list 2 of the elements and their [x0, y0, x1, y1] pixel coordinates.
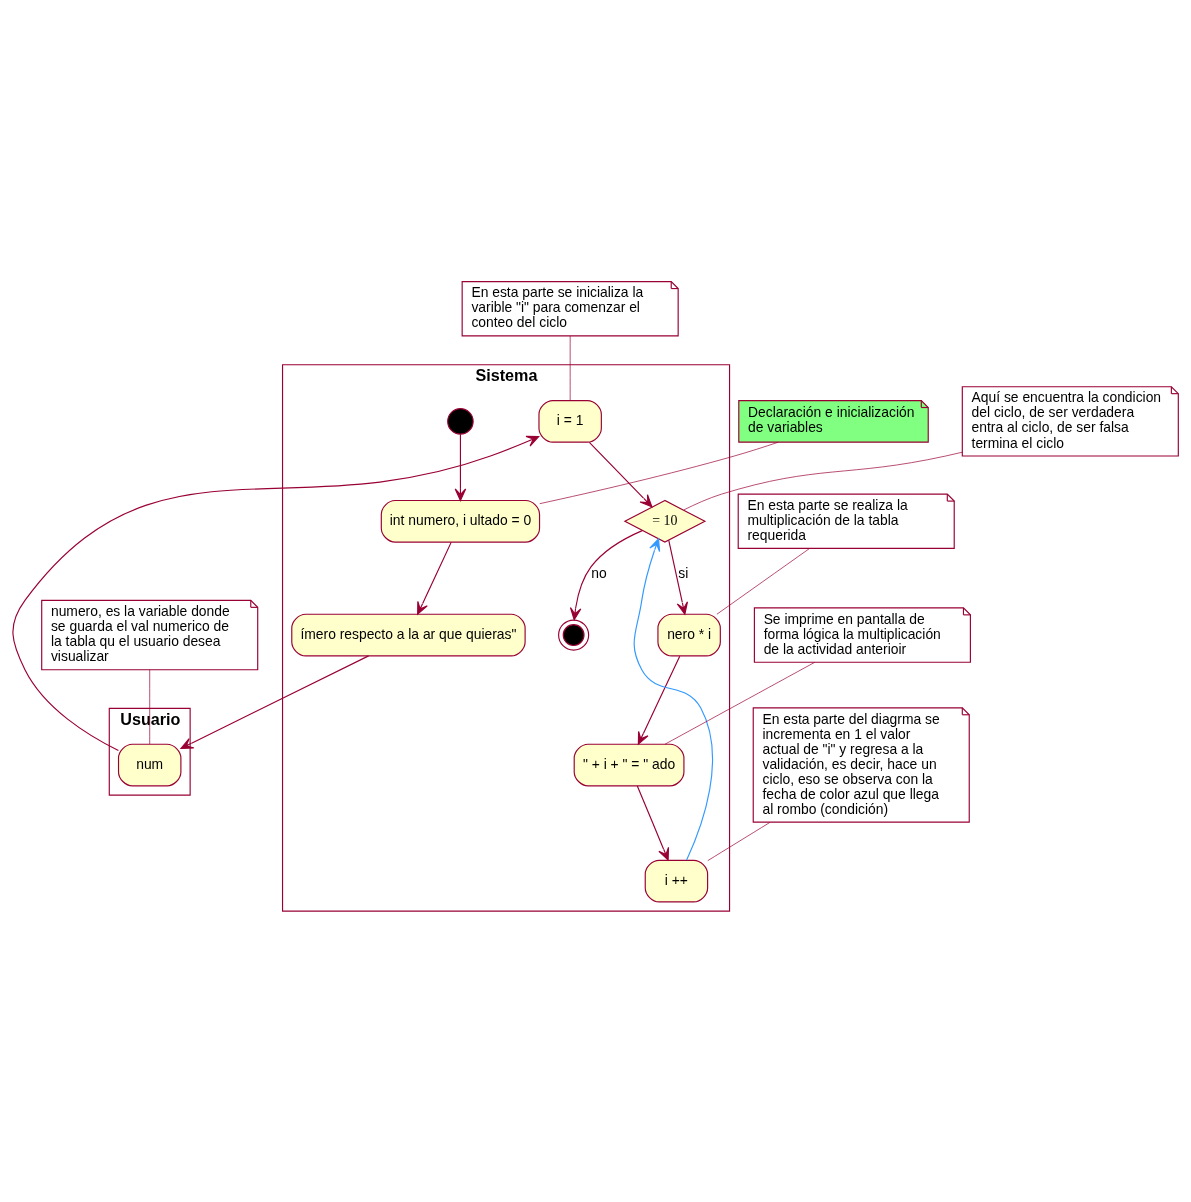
edge-label: si [678, 565, 689, 582]
edge-label: no [591, 565, 607, 582]
